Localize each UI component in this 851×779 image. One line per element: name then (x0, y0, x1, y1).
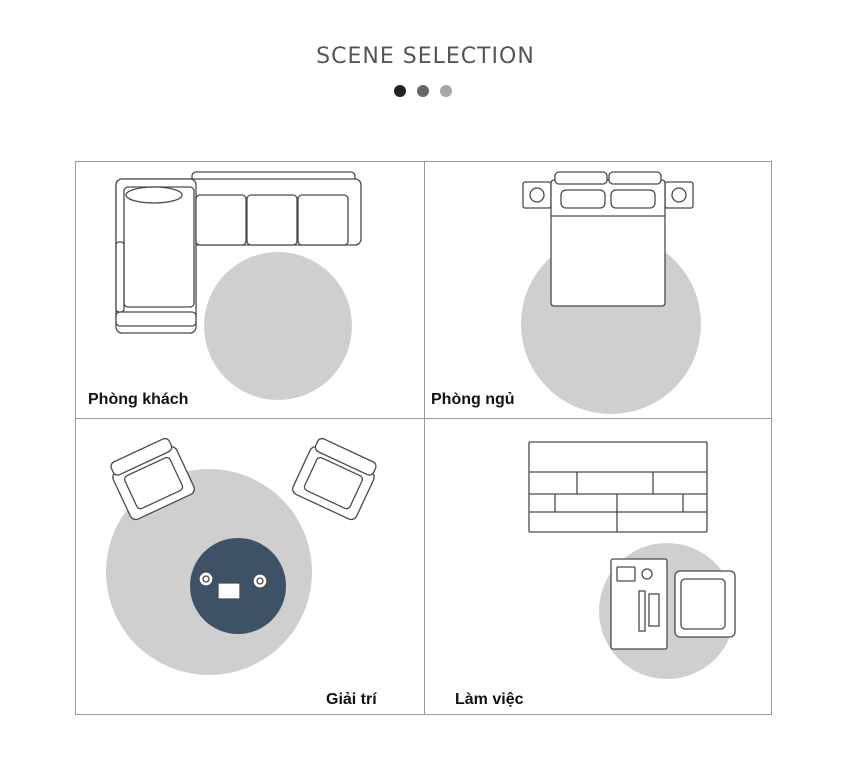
scene-workspace[interactable]: Làm việc (425, 419, 772, 714)
scene-entertainment[interactable]: Giải trí (76, 419, 424, 714)
scene-grid (75, 161, 772, 715)
bed-illustration (521, 171, 701, 414)
lounge-illustration (106, 437, 377, 675)
page-dot-3[interactable] (440, 85, 452, 97)
pagination-dots (394, 85, 452, 97)
scene-living-room[interactable]: Phòng khách (76, 162, 424, 418)
page-title: SCENE SELECTION (316, 44, 535, 69)
scene-label-bedroom: Phòng ngủ (431, 391, 515, 408)
scene-bedroom[interactable]: Phòng ngủ (425, 162, 772, 418)
page-dot-1[interactable] (394, 85, 406, 97)
scene-label-workspace: Làm việc (455, 691, 524, 708)
page-dot-2[interactable] (417, 85, 429, 97)
sofa-illustration (115, 171, 362, 400)
grid-divider-vertical (424, 161, 425, 715)
scene-label-entertainment: Giải trí (326, 691, 377, 708)
scene-label-living-room: Phòng khách (88, 391, 189, 408)
office-illustration (528, 441, 736, 679)
grid-divider-horizontal (75, 418, 772, 419)
